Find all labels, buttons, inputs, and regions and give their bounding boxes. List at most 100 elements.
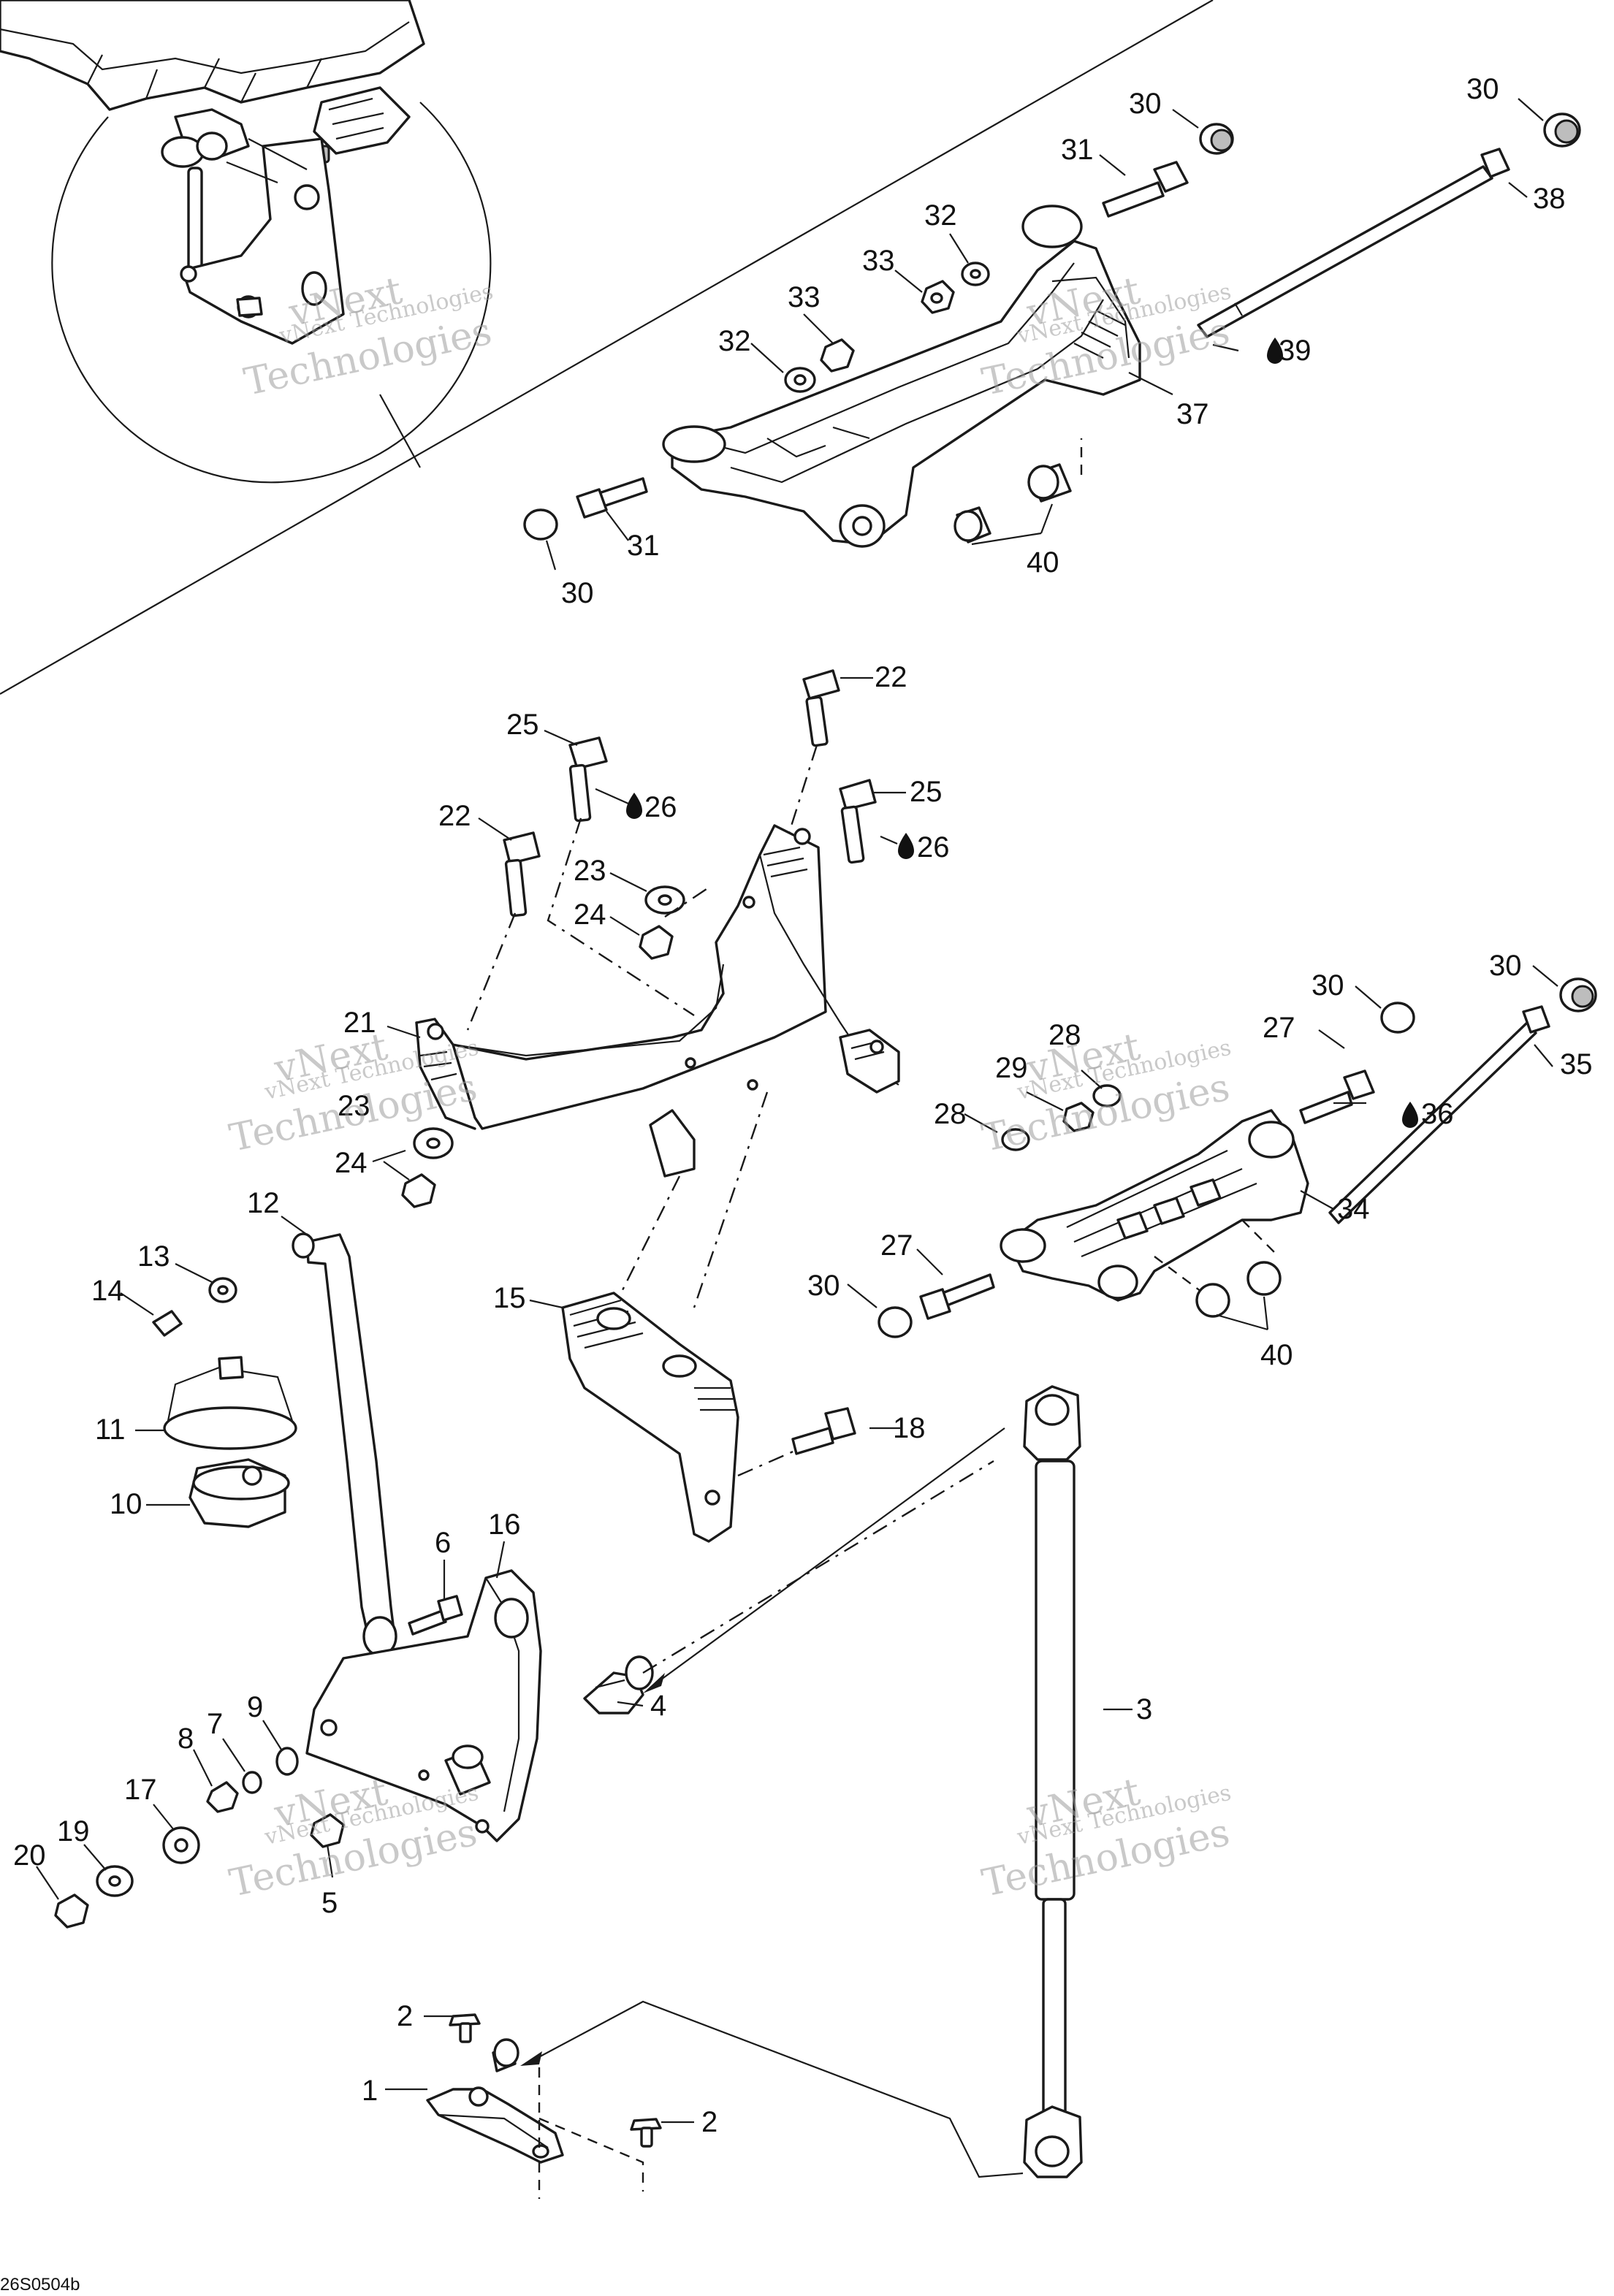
washer-13 [208, 1277, 237, 1303]
callout-30: 30 [1489, 950, 1522, 982]
callout-30: 30 [807, 1270, 840, 1302]
callout-25: 25 [910, 776, 943, 808]
washer-23-lower [413, 1127, 454, 1159]
arrow-strut-to-bracket-16 [650, 1427, 1005, 1688]
bracket-21 [415, 824, 900, 1178]
callout-12: 12 [247, 1187, 280, 1219]
washer-7 [242, 1771, 262, 1794]
bolt-31-lower [576, 477, 648, 519]
bolt-25-left [568, 736, 608, 823]
callout-26: 26 [917, 831, 950, 863]
lower-arm-34 [1000, 1109, 1309, 1302]
callout-21: 21 [343, 1007, 376, 1039]
callout-6: 6 [435, 1527, 451, 1559]
callout-10: 10 [110, 1488, 142, 1520]
arrow-head-2 [520, 2051, 542, 2066]
washer-32-lower [784, 367, 816, 393]
callout-8: 8 [178, 1723, 194, 1755]
clamp-11 [163, 1356, 297, 1450]
callout-33: 33 [788, 281, 821, 313]
callout-38: 38 [1533, 183, 1566, 215]
callout-25: 25 [506, 709, 539, 741]
callout-28: 28 [934, 1098, 967, 1130]
callout-22: 22 [438, 800, 471, 832]
upper-arm-assembly [662, 205, 1141, 548]
callout-15: 15 [493, 1282, 526, 1314]
callout-30: 30 [1129, 88, 1162, 120]
section-divider-line [0, 0, 1214, 695]
callout-20: 20 [13, 1839, 46, 1872]
callout-32: 32 [718, 325, 751, 357]
callout-26: 26 [644, 791, 677, 823]
spacer-9 [275, 1747, 299, 1776]
callout-28: 28 [1048, 1019, 1081, 1051]
callout-30: 30 [561, 577, 594, 609]
bushing-40-lower-pair [1195, 1261, 1282, 1318]
callout-29: 29 [995, 1052, 1028, 1084]
bolt-22-top [802, 669, 840, 747]
bolt-22-left [503, 831, 541, 918]
assembly-line-2 [788, 744, 818, 834]
washer-23-upper [644, 885, 685, 915]
callout-1: 1 [362, 2075, 378, 2107]
callout-40: 40 [1027, 546, 1059, 579]
callout-labels: 30 30 31 38 32 33 33 32 39 37 31 30 40 2… [13, 73, 1593, 2138]
shaft-35 [1328, 1005, 1550, 1224]
bolt-27-upper [1299, 1069, 1375, 1124]
bushing-30-top-right [1543, 112, 1581, 148]
bushing-30-top-left [1199, 123, 1234, 155]
nut-20 [54, 1893, 89, 1929]
callout-27: 27 [880, 1229, 913, 1262]
callout-27: 27 [1263, 1012, 1295, 1044]
rivet-2-lower [630, 2118, 662, 2148]
drop-icon-36 [1402, 1102, 1418, 1128]
rivet-2-upper [449, 2013, 481, 2043]
callout-30: 30 [1312, 969, 1344, 1002]
callout-19: 19 [57, 1815, 90, 1847]
shaft-38 [1197, 148, 1510, 338]
callout-5: 5 [321, 1887, 338, 1919]
callout-31: 31 [627, 530, 660, 562]
callout-14: 14 [91, 1275, 124, 1307]
callout-22: 22 [875, 661, 907, 693]
spacer-17 [162, 1826, 200, 1864]
callout-2: 2 [701, 2106, 717, 2138]
assembly-line-4 [664, 887, 709, 918]
plate-15 [561, 1292, 739, 1543]
bolt-6 [408, 1595, 463, 1636]
callout-9: 9 [247, 1691, 263, 1723]
callout-23: 23 [574, 855, 606, 887]
axis-line-plate15 [737, 1449, 797, 1477]
callout-39: 39 [1279, 335, 1312, 367]
washer-28-lower [1001, 1128, 1030, 1151]
bolt-25-right [839, 779, 877, 864]
mount-bracket-1 [426, 2038, 564, 2164]
callout-36: 36 [1421, 1098, 1454, 1130]
frame-fragment [0, 0, 425, 164]
bolt-27-lower [919, 1273, 995, 1320]
callout-34: 34 [1337, 1193, 1370, 1225]
clip-14 [152, 1310, 183, 1337]
grommet-10 [189, 1458, 290, 1528]
callout-32: 32 [924, 199, 957, 232]
ball-joint-4 [583, 1655, 654, 1715]
bolt-18 [791, 1407, 856, 1455]
callout-13: 13 [137, 1240, 170, 1273]
link-rod-12 [292, 1232, 397, 1657]
callout-30: 30 [1466, 73, 1499, 105]
drop-icon-26a [626, 793, 642, 819]
nut-33-upper [921, 280, 955, 314]
bushing-30-middle-left [1380, 1002, 1415, 1034]
callout-33: 33 [862, 245, 895, 277]
arrow-strut-to-bracket-1 [533, 2000, 1024, 2178]
callout-17: 17 [124, 1774, 157, 1806]
callout-24: 24 [335, 1147, 368, 1179]
callout-3: 3 [1136, 1693, 1152, 1725]
drop-icon-39 [1267, 337, 1283, 364]
callout-16: 16 [488, 1509, 521, 1541]
arrow-head-1 [643, 1673, 665, 1693]
washer-32-upper [961, 262, 990, 286]
bushing-30-middle-right [1559, 977, 1597, 1012]
assembly-line-6 [693, 1091, 769, 1308]
